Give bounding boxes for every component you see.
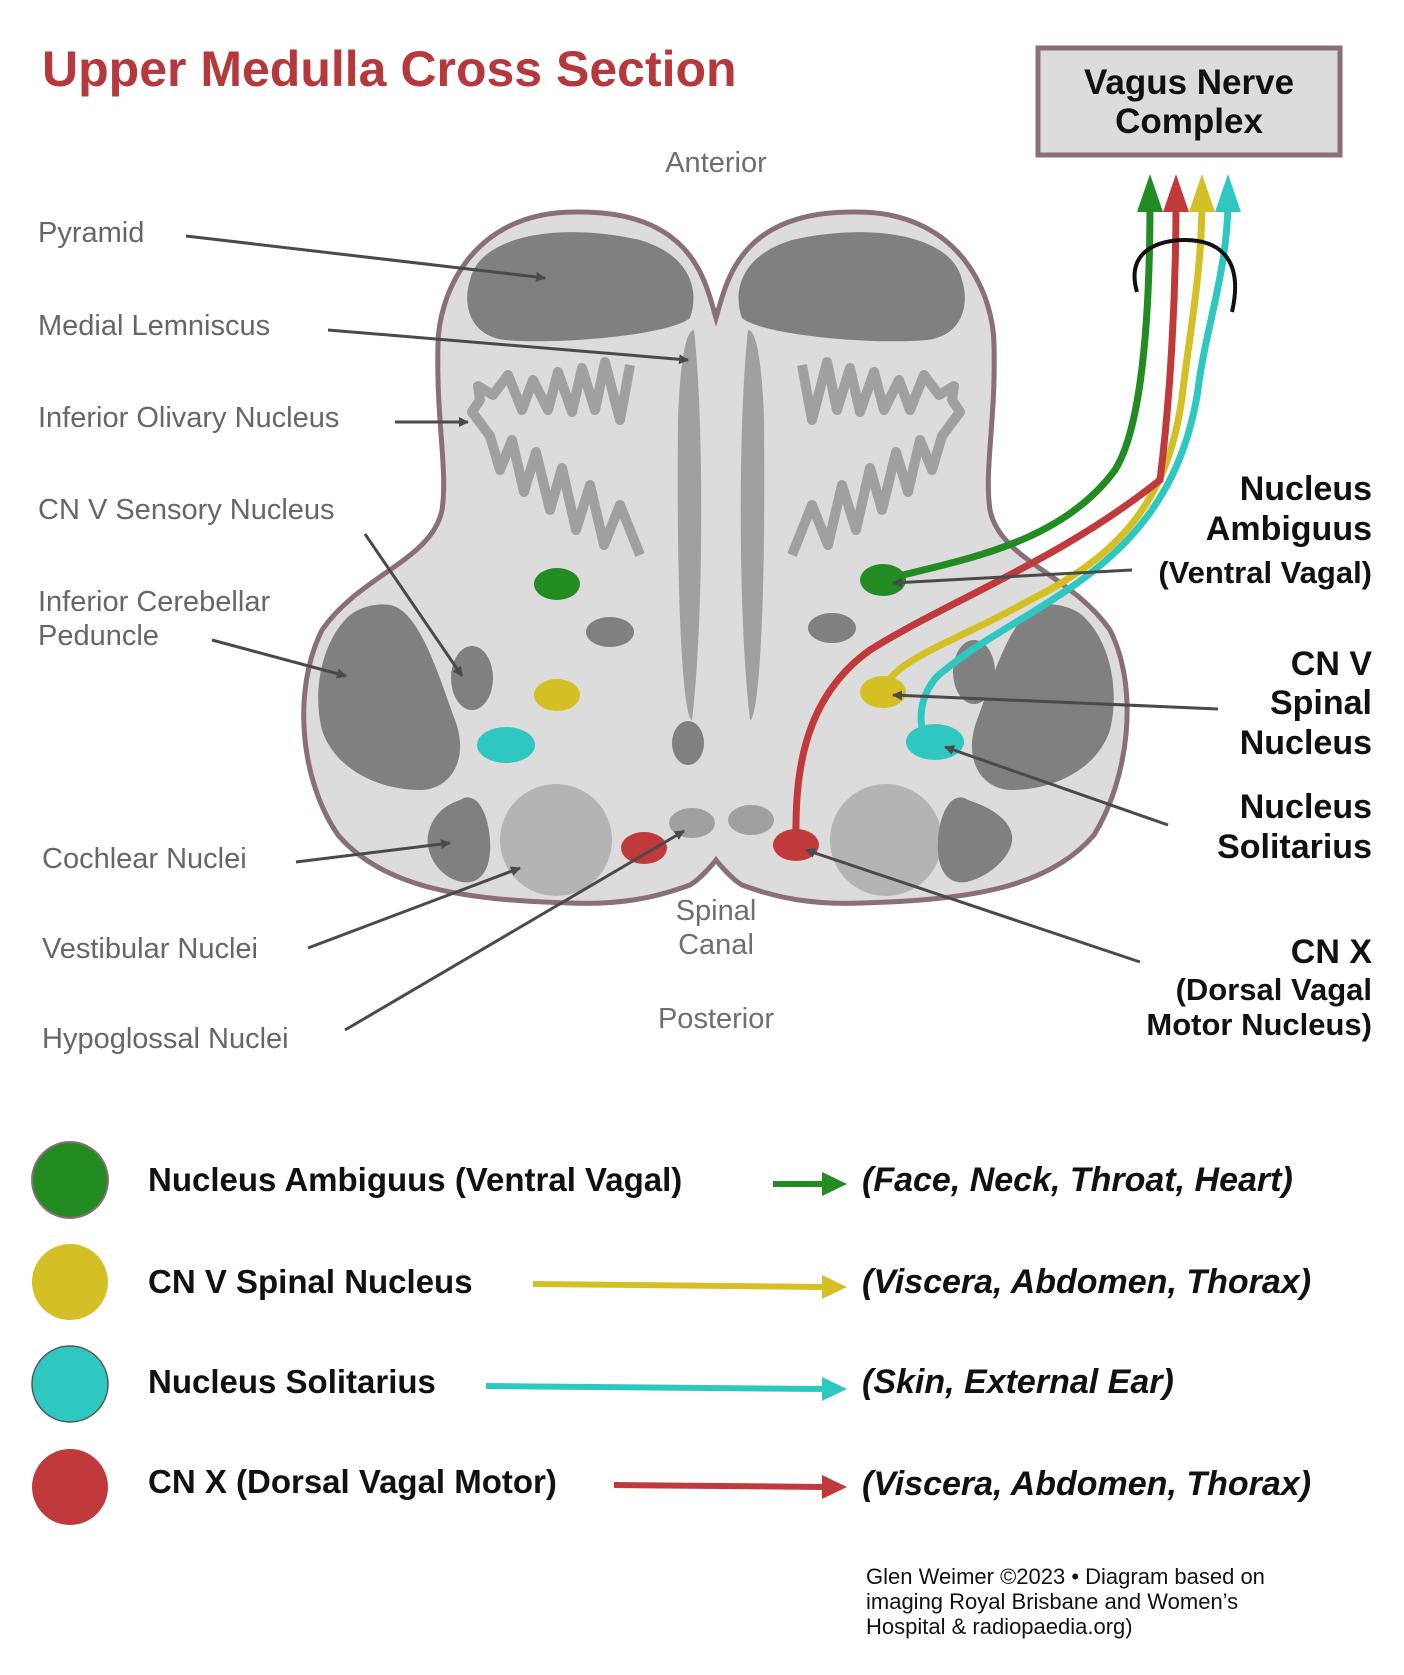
midline-gray-nucleus: [672, 721, 704, 765]
posterior-label: Posterior: [658, 1003, 774, 1035]
legend-label-cnv-spinal: CN V Spinal Nucleus: [148, 1263, 473, 1300]
arrow-head-yellow: [1189, 174, 1215, 212]
label-cochlear-nuclei: Cochlear Nuclei: [42, 843, 247, 875]
legend-target-cnv-spinal: (Viscera, Abdomen, Thorax): [862, 1263, 1311, 1301]
label-cnv-spinal-1: CN V: [1291, 645, 1373, 683]
vestibular-nucleus-left: [500, 784, 612, 896]
gray-nucleus-left: [586, 617, 634, 647]
label-hypoglossal-nuclei: Hypoglossal Nuclei: [42, 1023, 289, 1055]
vagus-nerve-complex-box: Vagus Nerve Complex: [1035, 45, 1343, 158]
page-title: Upper Medulla Cross Section: [42, 41, 737, 97]
label-ambiguus-2: Ambiguus: [1206, 510, 1372, 548]
label-pyramid: Pyramid: [38, 217, 144, 249]
label-solitarius-1: Nucleus: [1240, 788, 1372, 826]
label-medial-lemniscus: Medial Lemniscus: [38, 310, 270, 342]
spinal-canal-label-1: Spinal: [676, 895, 757, 927]
legend-label-ambiguus: Nucleus Ambiguus (Ventral Vagal): [148, 1161, 682, 1198]
legend: Nucleus Ambiguus (Ventral Vagal) (Face, …: [31, 1141, 1311, 1525]
leader-medial-lemniscus: [327, 328, 689, 365]
legend-arrow-cyan: [485, 1383, 826, 1392]
leader-ambiguus: [892, 568, 1133, 588]
legend-row-ambiguus: Nucleus Ambiguus (Ventral Vagal) (Face, …: [31, 1141, 1293, 1219]
label-cnv-spinal-2: Spinal: [1270, 684, 1372, 722]
tract-red: [792, 199, 1180, 846]
legend-arrowhead-green: [822, 1172, 847, 1196]
tract-yellow: [879, 199, 1206, 694]
box-line-2: Complex: [1115, 102, 1263, 141]
hypoglossal-nucleus-left: [669, 808, 715, 838]
olivary-nucleus-right: [787, 357, 965, 557]
legend-target-solitarius: (Skin, External Ear): [862, 1363, 1174, 1401]
pyramid-right: [738, 232, 965, 342]
label-cnv-spinal-3: Nucleus: [1240, 724, 1372, 762]
pyramid-left: [467, 232, 694, 342]
credit-line-3: Hospital & radiopaedia.org): [866, 1614, 1133, 1639]
label-ambiguus-3: (Ventral Vagal): [1158, 555, 1372, 590]
legend-target-cnx: (Viscera, Abdomen, Thorax): [862, 1465, 1311, 1503]
leader-cnx: [805, 848, 1141, 964]
legend-label-solitarius: Nucleus Solitarius: [148, 1363, 436, 1400]
hypoglossal-nucleus-right: [728, 805, 774, 835]
nucleus-ambiguus-left: [534, 568, 580, 600]
leader-hypoglossal: [344, 829, 685, 1032]
legend-label-cnx: CN X (Dorsal Vagal Motor): [148, 1463, 557, 1500]
leader-vestibular: [307, 866, 521, 950]
olivary-nucleus-left: [467, 357, 645, 557]
leader-icp: [211, 638, 347, 679]
cnv-sensory-nucleus-left: [451, 646, 493, 710]
inferior-cerebellar-peduncle-left: [318, 604, 461, 790]
anterior-label: Anterior: [665, 147, 767, 179]
cochlear-nucleus-right: [937, 797, 1013, 883]
label-cnx-3: Motor Nucleus): [1146, 1007, 1372, 1042]
legend-dot-red: [32, 1449, 108, 1525]
cochlear-nucleus-left: [427, 797, 491, 883]
label-icp-line-1: Inferior Cerebellar: [38, 586, 270, 618]
credit-line-1: Glen Weimer ©2023 • Diagram based on: [866, 1564, 1265, 1589]
vestibular-nucleus-right: [830, 784, 942, 896]
legend-arrowhead-red: [822, 1475, 847, 1499]
legend-target-ambiguus: (Face, Neck, Throat, Heart): [862, 1161, 1293, 1199]
gray-nucleus-right: [808, 613, 856, 643]
medulla-outline: [301, 209, 1130, 906]
legend-dot-cyan: [31, 1345, 109, 1423]
inferior-cerebellar-peduncle-right: [971, 604, 1114, 790]
label-vestibular-nuclei: Vestibular Nuclei: [42, 933, 258, 965]
leader-cnv-spinal: [892, 690, 1219, 711]
credit-line-2: imaging Royal Brisbane and Women’s: [866, 1589, 1238, 1614]
label-solitarius-2: Solitarius: [1217, 828, 1372, 866]
medial-lemniscus-right: [740, 330, 765, 720]
leader-cnv-sensory: [363, 533, 464, 677]
label-cnv-sensory-nucleus: CN V Sensory Nucleus: [38, 494, 335, 526]
tract-cyan: [917, 199, 1232, 746]
spinal-canal-label-2: Canal: [678, 929, 754, 961]
legend-row-solitarius: Nucleus Solitarius (Skin, External Ear): [31, 1345, 1174, 1423]
medial-lemniscus-left: [677, 330, 702, 720]
leader-cochlear: [295, 839, 451, 864]
legend-arrowhead-yellow: [822, 1275, 847, 1299]
legend-arrowhead-cyan: [822, 1377, 847, 1401]
cnx-dorsal-vagal-left: [621, 832, 667, 864]
legend-dot-yellow: [32, 1244, 108, 1320]
leader-solitarius: [944, 745, 1169, 827]
label-olivary-nucleus: Inferior Olivary Nucleus: [38, 402, 339, 434]
cnv-spinal-nucleus-left: [534, 679, 580, 711]
arrow-head-green: [1137, 174, 1163, 212]
box-line-1: Vagus Nerve: [1084, 63, 1294, 102]
legend-row-cnv-spinal: CN V Spinal Nucleus (Viscera, Abdomen, T…: [32, 1244, 1311, 1320]
leader-pyramid: [185, 234, 546, 282]
label-icp-line-2: Peduncle: [38, 620, 159, 652]
nerve-exit-arch: [1132, 237, 1238, 313]
legend-row-cnx: CN X (Dorsal Vagal Motor) (Viscera, Abdo…: [32, 1449, 1311, 1525]
arrow-head-red: [1163, 174, 1189, 212]
label-ambiguus-1: Nucleus: [1240, 470, 1372, 508]
legend-arrow-yellow: [532, 1281, 826, 1290]
label-cnx-2: (Dorsal Vagal: [1176, 972, 1372, 1007]
nucleus-solitarius-left: [477, 727, 535, 763]
label-cnx-1: CN X: [1291, 933, 1373, 971]
legend-arrow-red: [613, 1482, 826, 1490]
arrow-head-cyan: [1215, 174, 1241, 212]
legend-dot-green: [31, 1141, 109, 1219]
tract-green: [882, 199, 1154, 584]
